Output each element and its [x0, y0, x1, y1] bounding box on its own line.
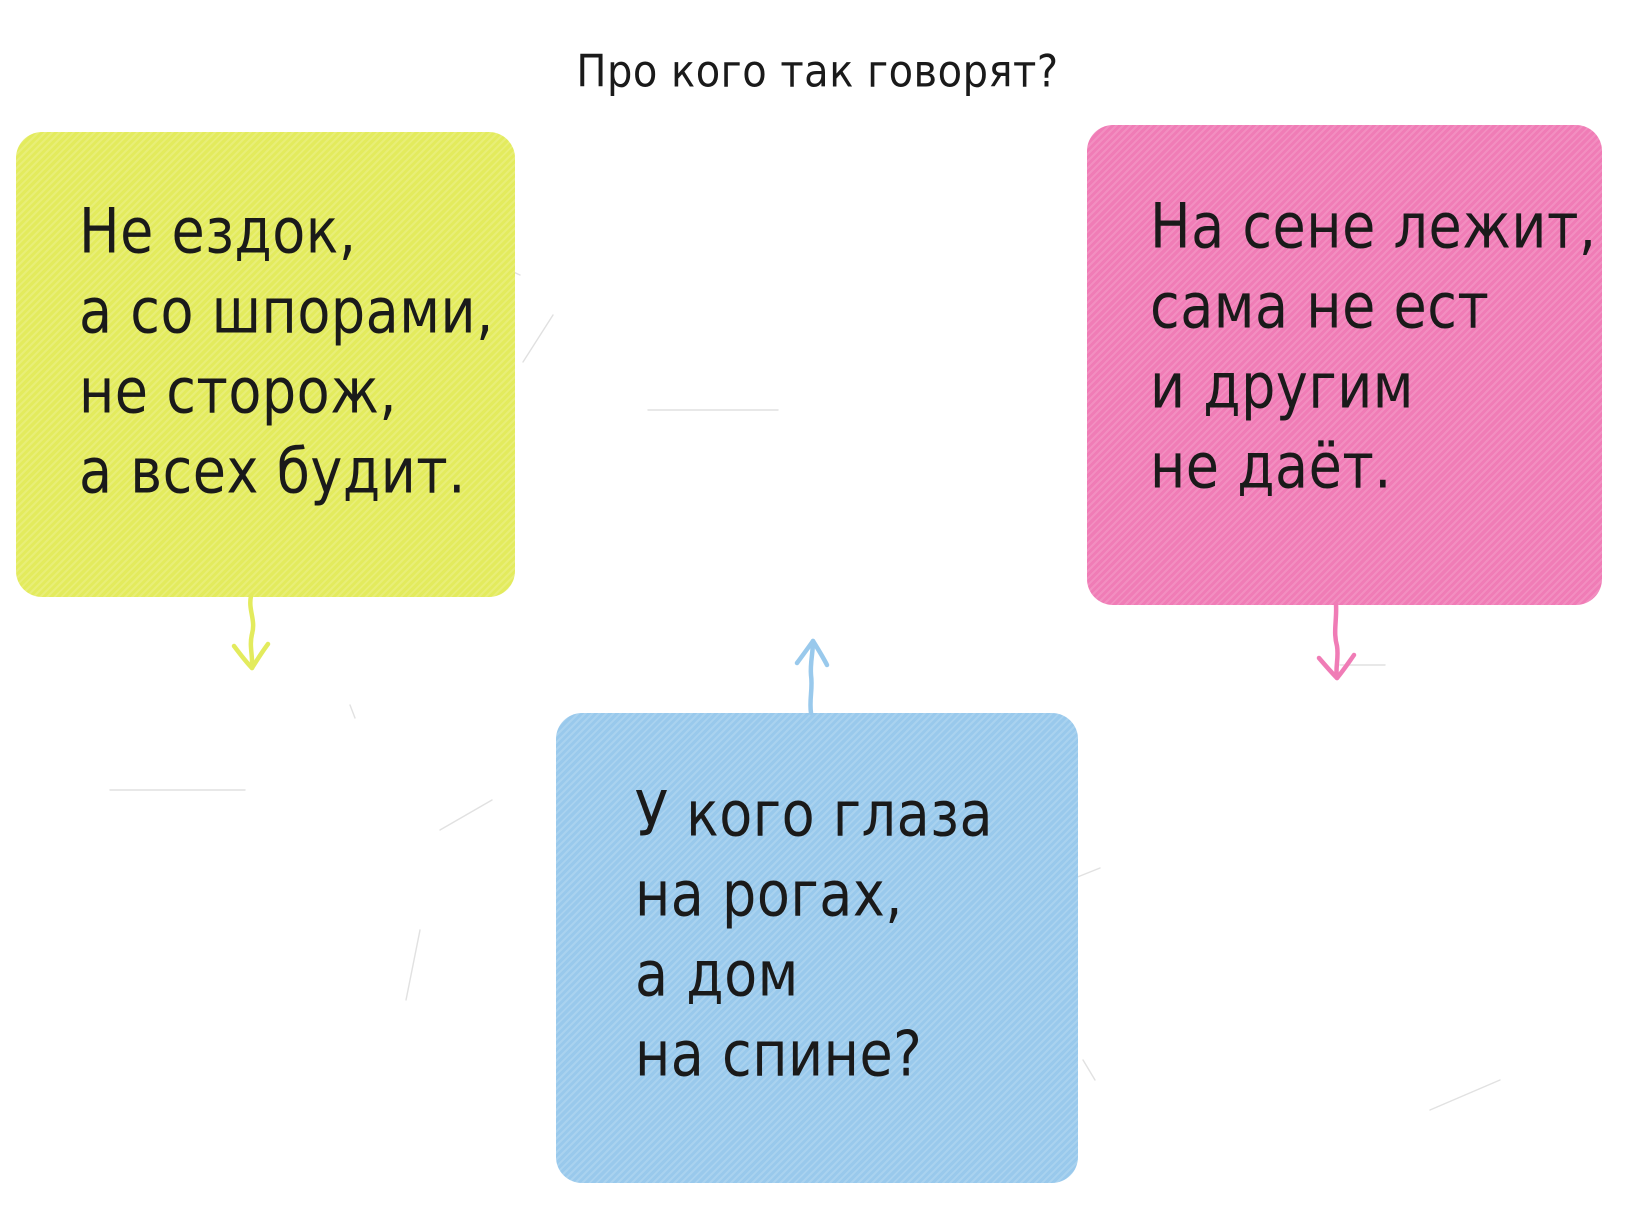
riddle-line: а со шпорами, — [79, 275, 494, 348]
riddle-line: не даёт. — [1150, 430, 1392, 503]
arrow-up-icon — [794, 638, 830, 716]
riddle-card-dog-in-manger: На сене лежит, сама не ест и другим не д… — [1087, 125, 1602, 605]
riddle-line: На сене лежит, — [1150, 190, 1597, 263]
riddle-line: на спине? — [635, 1018, 923, 1091]
page-title: Про кого так говорят? — [576, 46, 1059, 98]
riddle-line: а дом — [635, 938, 799, 1011]
riddle-line: У кого глаза — [635, 778, 994, 851]
riddle-card-rooster: Не ездок, а со шпорами, не сторож, а все… — [16, 132, 515, 597]
riddle-line: не сторож, — [79, 355, 398, 428]
arrow-down-icon — [231, 593, 271, 671]
riddle-line: сама не ест — [1150, 270, 1490, 343]
riddle-line: и другим — [1150, 350, 1415, 423]
riddle-card-snail: У кого глаза на рогах, а дом на спине? — [556, 713, 1078, 1183]
riddle-line: Не ездок, — [79, 195, 357, 268]
arrow-down-icon — [1316, 601, 1357, 681]
riddle-line: на рогах, — [635, 858, 903, 931]
riddle-line: а всех будит. — [79, 435, 466, 508]
